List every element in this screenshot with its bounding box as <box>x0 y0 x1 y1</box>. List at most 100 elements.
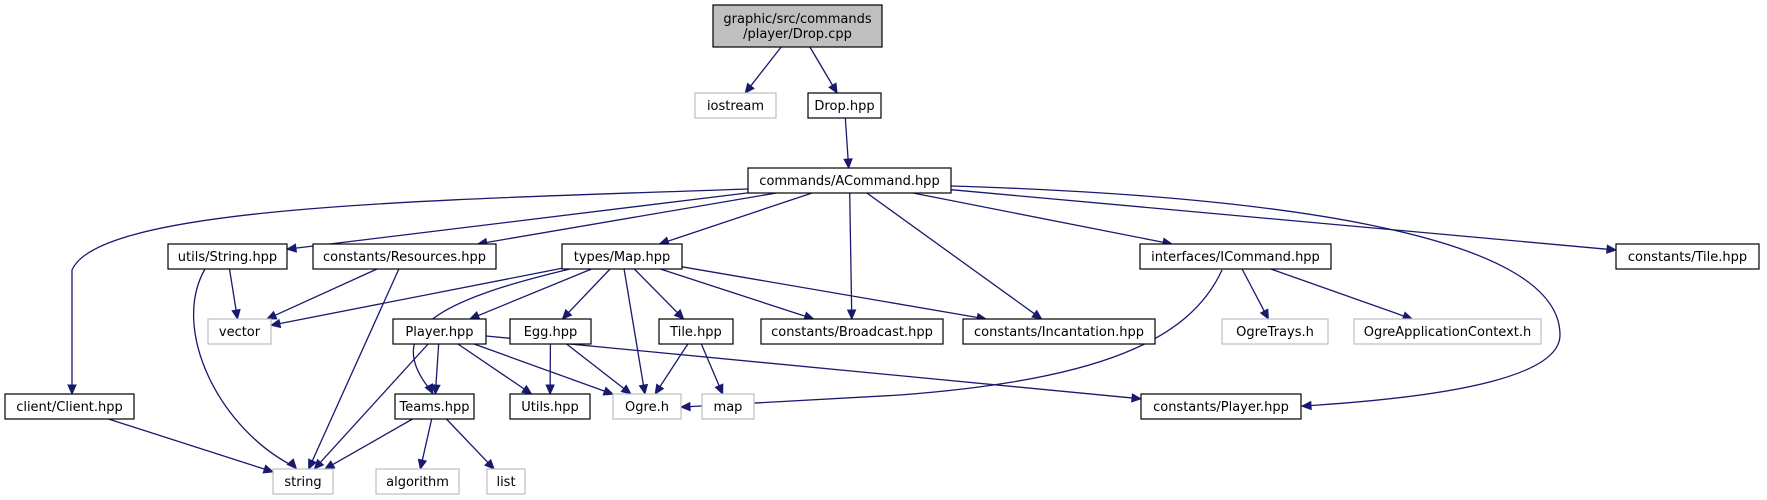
node-box <box>167 243 288 270</box>
node-label: algorithm <box>386 475 449 490</box>
node-label: constants/Tile.hpp <box>1628 250 1747 265</box>
node-list: list <box>486 468 526 495</box>
node-drop_cpp[interactable]: graphic/src/commands/player/Drop.cpp <box>712 4 883 48</box>
node-egg_hpp[interactable]: Egg.hpp <box>509 318 592 345</box>
node-label: list <box>496 475 515 490</box>
edge-player_hpp-to-string <box>313 343 429 470</box>
node-label: OgreApplicationContext.h <box>1364 325 1531 340</box>
node-box <box>962 318 1156 345</box>
node-label: Ogre.h <box>625 400 669 415</box>
node-player_hpp[interactable]: Player.hpp <box>392 318 487 345</box>
node-drop_hpp[interactable]: Drop.hpp <box>807 92 882 119</box>
edge-tile_hpp-to-map <box>700 343 724 396</box>
node-incantation[interactable]: constants/Incantation.hpp <box>962 318 1156 345</box>
edge-map_hpp-to-vector <box>269 267 563 329</box>
node-client[interactable]: client/Client.hpp <box>4 393 135 420</box>
node-broadcast[interactable]: constants/Broadcast.hpp <box>760 318 944 345</box>
node-map_hpp[interactable]: types/Map.hpp <box>561 243 683 270</box>
node-box <box>4 393 135 420</box>
node-vector: vector <box>207 318 272 345</box>
edge-drop_cpp-to-iostream <box>744 46 782 94</box>
edge-icommand-to-ogretrays <box>1241 268 1269 321</box>
edge-egg_hpp-to-ogre_h <box>566 343 632 395</box>
node-box <box>1140 393 1302 420</box>
node-box <box>394 393 475 420</box>
node-box <box>1139 243 1332 270</box>
edge-player_hpp-to-utils_hpp <box>457 343 533 395</box>
node-box <box>509 318 592 345</box>
node-label: constants/Resources.hpp <box>323 250 486 265</box>
edge-resources-to-string <box>308 268 400 471</box>
node-box <box>486 468 526 495</box>
node-acommand[interactable]: commands/ACommand.hpp <box>747 167 952 194</box>
edge-acommand-to-broadcast <box>846 192 857 321</box>
node-label: constants/Player.hpp <box>1153 400 1289 415</box>
node-ogre_h: Ogre.h <box>612 393 682 420</box>
node-label: constants/Incantation.hpp <box>974 325 1144 340</box>
edge-acommand-to-incantation <box>866 192 1043 320</box>
node-teams[interactable]: Teams.hpp <box>394 393 475 420</box>
node-box <box>1615 243 1760 270</box>
edge-tile_hpp-to-ogre_h <box>654 343 689 396</box>
node-label: utils/String.hpp <box>178 250 277 265</box>
edge-acommand-to-client <box>67 188 749 396</box>
node-label: client/Client.hpp <box>16 400 123 415</box>
node-box <box>509 393 591 420</box>
node-box <box>712 4 883 48</box>
node-label: Player.hpp <box>405 325 473 340</box>
node-label: vector <box>219 325 261 340</box>
node-resources[interactable]: constants/Resources.hpp <box>312 243 497 270</box>
node-box <box>375 468 460 495</box>
edge-teams-to-string <box>323 418 413 470</box>
edge-icommand-to-ogre_h <box>679 269 1223 412</box>
edge-map_hpp-to-player_hpp <box>468 268 592 320</box>
node-box <box>747 167 952 194</box>
node-utils_string[interactable]: utils/String.hpp <box>167 243 288 270</box>
node-label: Tile.hpp <box>669 325 722 340</box>
node-box <box>760 318 944 345</box>
edge-player_hpp-to-teams <box>431 343 441 396</box>
node-label: Teams.hpp <box>398 400 469 415</box>
edge-egg_hpp-to-utils_hpp <box>545 343 555 396</box>
node-box <box>658 318 734 345</box>
node-box <box>1353 318 1542 345</box>
node-box <box>561 243 683 270</box>
node-box <box>207 318 272 345</box>
node-label: commands/ACommand.hpp <box>759 174 939 189</box>
edge-player_hpp-to-const_player <box>485 335 1143 403</box>
edge-map_hpp-to-incantation <box>681 266 988 323</box>
edge-acommand-to-utils_string <box>285 192 749 253</box>
node-tile_hpp[interactable]: Tile.hpp <box>658 318 734 345</box>
edge-utils_string-to-vector <box>228 268 241 321</box>
node-label: string <box>284 475 321 490</box>
node-box <box>694 92 777 119</box>
edge-layer <box>67 46 1618 474</box>
node-box <box>392 318 487 345</box>
edge-map_hpp-to-egg_hpp <box>561 268 611 320</box>
edge-resources-to-vector <box>265 268 378 320</box>
node-utils_hpp[interactable]: Utils.hpp <box>509 393 591 420</box>
node-algorithm: algorithm <box>375 468 460 495</box>
node-label: Drop.hpp <box>814 99 874 114</box>
edge-acommand-to-icommand <box>912 192 1174 247</box>
node-label: graphic/src/commands <box>723 12 871 27</box>
node-icommand[interactable]: interfaces/ICommand.hpp <box>1139 243 1332 270</box>
node-const_player[interactable]: constants/Player.hpp <box>1140 393 1302 420</box>
node-string: string <box>272 468 334 495</box>
edge-utils_string-to-string <box>192 268 298 470</box>
node-label: /player/Drop.cpp <box>743 27 852 42</box>
edge-teams-to-algorithm <box>417 418 433 471</box>
node-const_tile[interactable]: constants/Tile.hpp <box>1615 243 1760 270</box>
edge-map_hpp-to-tile_hpp <box>633 268 685 320</box>
node-label: constants/Broadcast.hpp <box>771 325 933 340</box>
node-ogretrays: OgreTrays.h <box>1221 318 1329 345</box>
node-box <box>701 393 755 420</box>
node-label: map <box>714 400 743 415</box>
node-label: types/Map.hpp <box>574 250 671 265</box>
edge-teams-to-list <box>445 418 495 470</box>
node-box <box>312 243 497 270</box>
node-label: OgreTrays.h <box>1236 325 1314 340</box>
node-ogreapp: OgreApplicationContext.h <box>1353 318 1542 345</box>
node-box <box>272 468 334 495</box>
